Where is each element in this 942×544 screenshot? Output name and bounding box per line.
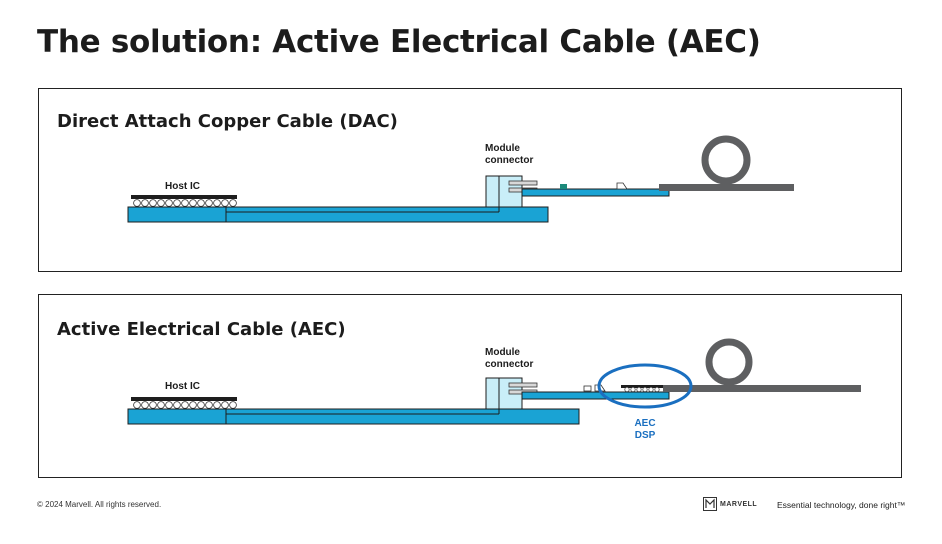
dac-diagram: Direct Attach Copper Cable (DAC) Host IC… (57, 111, 794, 223)
aec-diagram: Active Electrical Cable (AEC) Host IC Mo… (57, 319, 861, 441)
dac-heading: Direct Attach Copper Cable (DAC) (57, 111, 398, 132)
logo-wordmark: MARVELL (720, 500, 758, 508)
aec-host-chip (131, 397, 237, 401)
dac-solder-balls (133, 199, 237, 207)
dac-module-label-line1: Module (485, 143, 520, 154)
dac-module-label-line2: connector (485, 155, 533, 166)
aec-panel: Active Electrical Cable (AEC) Host IC Mo… (38, 294, 902, 478)
page-title: The solution: Active Electrical Cable (A… (37, 24, 761, 60)
marvell-logo: MARVELL (703, 497, 757, 511)
aec-solder-balls (133, 401, 237, 409)
aec-heading: Active Electrical Cable (AEC) (57, 319, 346, 340)
aec-dsp-label-line1: AEC (634, 418, 655, 429)
aec-cable (663, 385, 861, 392)
dac-cable-loop (701, 135, 751, 185)
dac-component (560, 184, 567, 189)
aec-paddle-board (521, 391, 670, 400)
aec-dsp-chip (621, 385, 663, 393)
copyright: © 2024 Marvell. All rights reserved. (37, 500, 162, 509)
aec-module-label-line1: Module (485, 347, 520, 358)
aec-dsp-label-line2: DSP (635, 430, 656, 441)
aec-host-board (127, 408, 580, 425)
dac-host-board (127, 206, 549, 223)
aec-module-label-line2: connector (485, 359, 533, 370)
aec-host-ic-label: Host IC (165, 381, 200, 392)
tagline: Essential technology, done right™ (777, 500, 906, 510)
dac-cable (659, 184, 794, 191)
dac-host-chip (131, 195, 237, 199)
dac-panel: Direct Attach Copper Cable (DAC) Host IC… (38, 88, 902, 272)
aec-cable-loop (705, 338, 753, 386)
dac-paddle-board (521, 188, 670, 197)
aec-dsp-highlight (597, 363, 693, 409)
marvell-logo-icon (703, 497, 717, 511)
dac-host-ic-label: Host IC (165, 181, 200, 192)
